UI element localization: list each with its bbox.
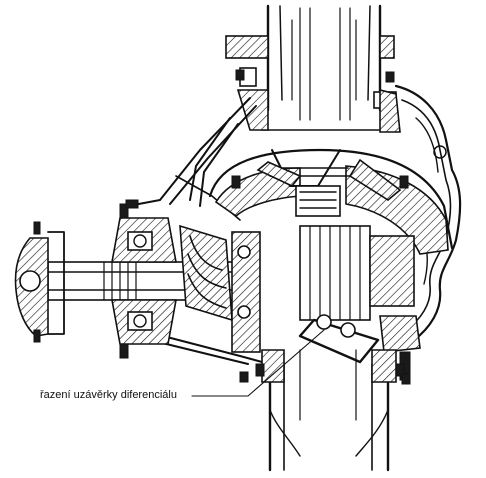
upper-seal-assembly (225, 35, 401, 133)
differential-lock-mechanism (298, 225, 421, 381)
pinion-bearings (111, 203, 177, 359)
callout-label: řazení uzávěrky diferenciálu (40, 389, 177, 401)
housing-bolts (125, 69, 411, 385)
differential-carrier (208, 148, 454, 255)
housing-outline (394, 84, 462, 352)
callout-leader-line (191, 329, 325, 397)
input-shaft-and-pinion (47, 224, 261, 353)
upper-axle-tube (261, 4, 389, 131)
drive-flange (14, 221, 65, 343)
lower-axle-tube (255, 349, 405, 472)
